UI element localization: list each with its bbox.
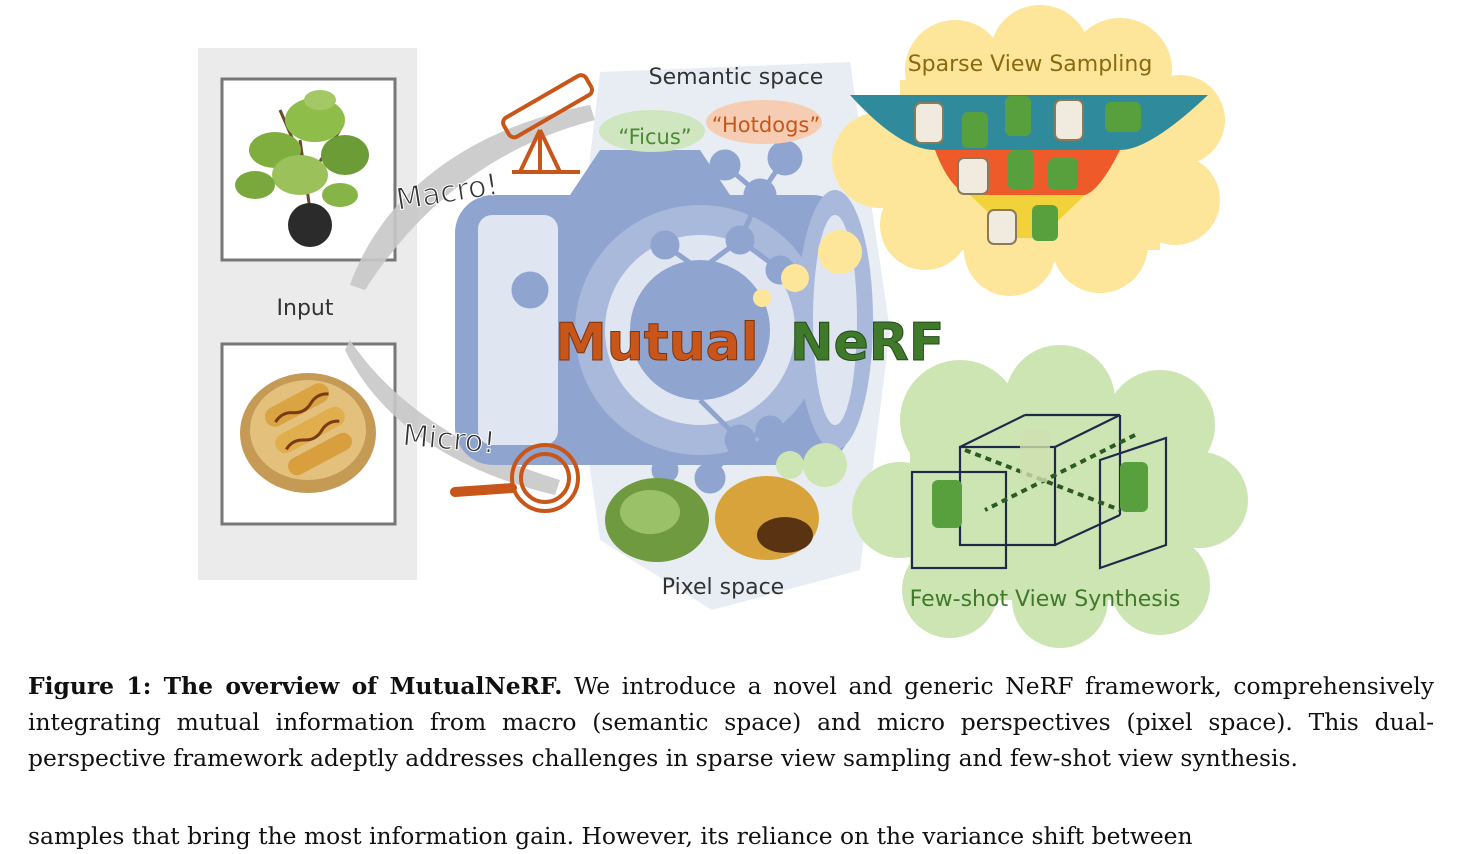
camera-graphic [455,140,873,494]
fewshot-label: Few-shot View Synthesis [910,587,1181,612]
chair-thumbnails [914,96,1141,245]
bread-pixel-patch-shade [757,517,813,553]
overview-figure: Input Macro! Micro! Semantic space “Ficu… [198,5,1248,648]
caption-label: Figure 1: The overview of MutualNeRF. [28,672,563,700]
pixel-space-label: Pixel space [662,575,784,600]
figure-canvas: Input Macro! Micro! Semantic space “Ficu… [198,5,1248,648]
ficus-tag: “Ficus” [618,125,691,149]
micro-arrow [345,340,560,495]
ficus-bubble [599,110,705,152]
chair-center-view [1020,430,1050,482]
input-label: Input [277,296,334,321]
magnifier-icon [450,443,580,513]
chair-left-view [932,480,962,528]
funnel-bottom-layer [970,195,1085,238]
caption-text: We introduce a novel and generic NeRF fr… [28,672,1434,772]
hotdogs-bubble [706,100,822,144]
macro-arrow [350,105,595,290]
hotdogs-tag: “Hotdogs” [712,113,820,137]
fewshot-cloud [776,345,1248,648]
semantic-space-label: Semantic space [649,65,824,90]
telescope-icon [501,73,595,174]
body-continuation-line: samples that bring the most information … [28,822,1193,850]
logo-nerf: NeRF [790,313,944,373]
logo-mutual: Mutual [555,313,759,373]
leaf-pixel-patch-highlight [620,490,680,534]
sparse-view-label: Sparse View Sampling [908,52,1153,77]
hotdog-plate-image [240,373,376,493]
figure-caption: Figure 1: The overview of MutualNeRF. We… [28,668,1434,776]
chair-right-view [1120,462,1148,512]
micro-label: Micro! [401,418,496,461]
ficus-plant-image [235,90,369,247]
